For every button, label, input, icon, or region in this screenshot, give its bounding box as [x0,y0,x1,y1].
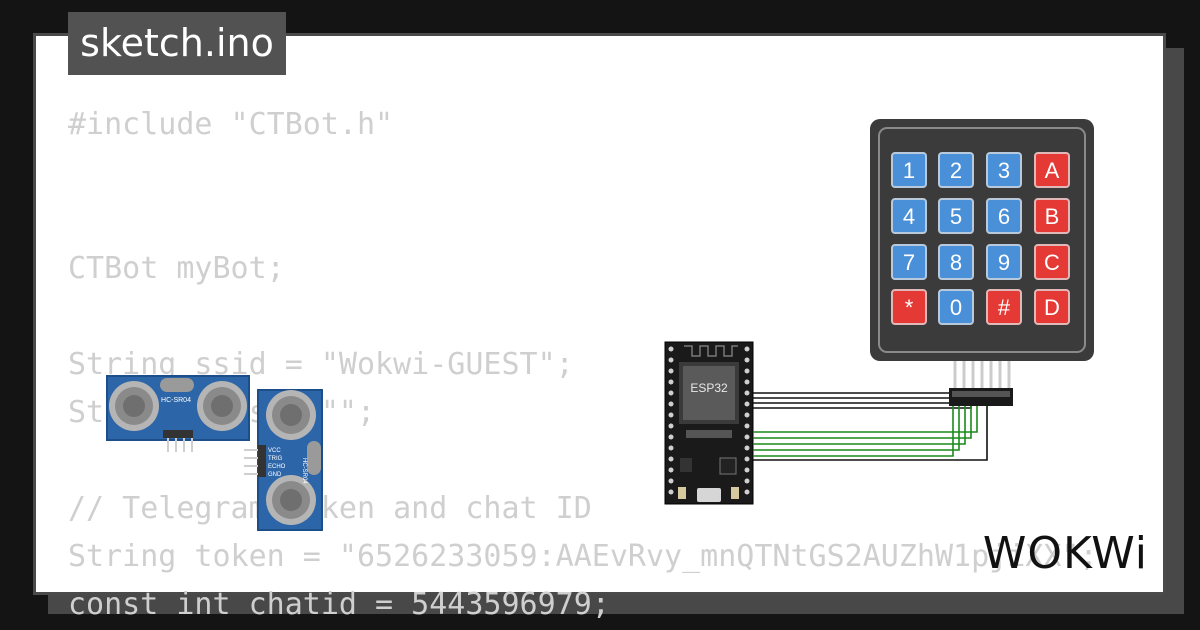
sensor2-pin-trig: TRIG [268,456,283,462]
key-3[interactable] [986,152,1022,188]
sensor2-pin-vcc: VCC [268,448,281,454]
key-a[interactable] [1034,152,1070,188]
key-d[interactable] [1034,289,1070,325]
key-label: 7 [903,250,915,275]
key-2[interactable] [938,152,974,188]
sensor2-pin-echo: ECHO [268,464,286,470]
key-label: B [1045,204,1060,229]
key-label: 2 [950,158,962,183]
code-line: CTBot myBot; [68,251,285,286]
code-line: String token = "6526233059:AAEvRvy_mnQTN… [68,539,1098,574]
key-0[interactable] [938,289,974,325]
key-5[interactable] [938,198,974,234]
key-label: C [1044,250,1060,275]
file-tab[interactable]: sketch.ino [68,12,286,75]
key-label: # [998,295,1011,320]
sensor2-pin-gnd: GND [268,472,282,478]
key-label: 0 [950,295,962,320]
key-b[interactable] [1034,198,1070,234]
key-label: 3 [998,158,1010,183]
key-label: 6 [998,204,1010,229]
key-hash[interactable] [986,289,1022,325]
key-star[interactable] [891,289,927,325]
key-label: 1 [903,158,915,183]
key-7[interactable] [891,244,927,280]
key-label: 5 [950,204,962,229]
code-line: String ssid = "Wokwi-GUEST"; [68,347,574,382]
key-label: A [1045,158,1060,183]
key-1[interactable] [891,152,927,188]
keypad[interactable]: 1 2 3 A 4 5 6 B 7 8 9 C * 0 [870,119,1094,406]
keypad-keys: 1 2 3 A 4 5 6 B 7 8 9 C * 0 [891,152,1070,325]
key-6[interactable] [986,198,1022,234]
keypad-connector [949,361,1013,406]
key-label: * [905,295,914,320]
key-c[interactable] [1034,244,1070,280]
code-view: #include "CTBot.h" CTBot myBot; String ssi… [68,101,1098,629]
key-label: D [1044,295,1060,320]
key-label: 9 [998,250,1010,275]
sensor1-label: HC-SR04 [161,397,191,404]
code-line: const int chatid = 5443596979; [68,587,610,622]
code-line: #include "CTBot.h" [68,107,394,142]
esp32-board[interactable]: ESP32 [664,341,754,505]
key-9[interactable] [986,244,1022,280]
ultrasonic-sensor-1[interactable]: HC-SR04 [106,375,250,452]
ultrasonic-sensor-2[interactable]: VCC TRIG ECHO GND HC-SR04 [244,389,323,531]
key-4[interactable] [891,198,927,234]
key-8[interactable] [938,244,974,280]
key-label: 4 [903,204,915,229]
sensor2-label: HC-SR04 [301,458,307,484]
esp32-label: ESP32 [690,381,728,395]
wokwi-logo: WOKWi [982,528,1148,579]
key-label: 8 [950,250,962,275]
